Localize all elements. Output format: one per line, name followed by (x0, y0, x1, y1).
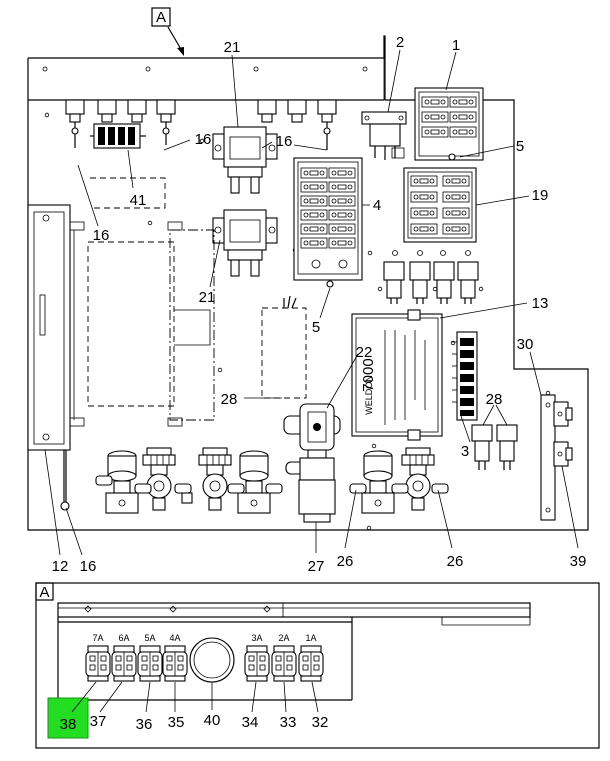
view-a-letter: A (156, 9, 166, 26)
connector-label-7a: 7A (92, 633, 103, 643)
transformer-upper (212, 126, 278, 194)
connector-label-4a: 4A (169, 633, 180, 643)
valve-27 (285, 457, 336, 523)
callout-33: 33 (280, 714, 297, 731)
callout-16-center: 16 (276, 133, 293, 150)
connector-label-6a: 6A (118, 633, 129, 643)
callout-35: 35 (168, 714, 185, 731)
callout-38: 38 (60, 716, 77, 733)
fuse-panel-center (293, 157, 363, 288)
callout-21-upper: 21 (224, 39, 241, 56)
callout-32: 32 (312, 714, 329, 731)
callout-5-bottom: 5 (312, 319, 320, 336)
callout-26-right: 26 (447, 553, 464, 570)
callout-13: 13 (532, 295, 549, 312)
callout-16-left: 16 (93, 227, 110, 244)
callout-5-top: 5 (516, 138, 524, 155)
callout-40: 40 (204, 712, 221, 729)
side-duct (27, 204, 71, 511)
controller-model: 7000 (360, 358, 377, 391)
connector-label-5a: 5A (144, 633, 155, 643)
main-callouts: 1 2 5 21 16 16 41 16 4 19 21 5 13 22 28 … (52, 34, 587, 575)
valve-bank-right (349, 447, 449, 514)
callout-39: 39 (570, 553, 587, 570)
terminal-strip (452, 331, 478, 421)
callout-28-right: 28 (486, 391, 503, 408)
callout-12: 12 (52, 558, 69, 575)
callout-4: 4 (373, 197, 381, 214)
leader-lines (44, 49, 579, 556)
callout-22: 22 (356, 344, 373, 361)
connector-label-2a: 2A (278, 633, 289, 643)
dashed-outlines (69, 177, 307, 427)
callout-2: 2 (396, 34, 404, 51)
valve-bank-left (95, 447, 283, 514)
callout-41: 41 (130, 192, 147, 209)
right-bracket (540, 394, 573, 521)
solenoid-22 (283, 403, 341, 459)
module-top (361, 111, 407, 160)
callout-28-left: 28 (221, 391, 238, 408)
top-connector-row (65, 99, 337, 150)
detail-view-letter: A (39, 584, 49, 601)
relay-row (383, 250, 479, 305)
callout-19: 19 (532, 187, 549, 204)
connector-label-1a: 1A (305, 633, 316, 643)
view-a-marker: A (151, 7, 184, 56)
fuse-panel-19 (403, 167, 477, 243)
detail-view-a: A 7A 6A 5A 4A 3A 2A 1A (35, 582, 600, 749)
highlight-box-38[interactable] (47, 697, 89, 739)
relay-pair (471, 424, 518, 470)
callout-37: 37 (90, 713, 107, 730)
transformer-lower (212, 209, 278, 277)
callout-30: 30 (517, 336, 534, 353)
callout-3: 3 (461, 443, 469, 460)
callout-27: 27 (308, 558, 325, 575)
callout-1: 1 (452, 37, 460, 54)
callout-16-top: 16 (195, 131, 212, 148)
connector-label-3a: 3A (251, 633, 262, 643)
controller-module: 7000 WELDON (351, 309, 443, 441)
callout-16-bottom: 16 (80, 558, 97, 575)
callout-34: 34 (242, 714, 259, 731)
controller-brand: WELDON (364, 375, 374, 415)
callout-36: 36 (136, 716, 153, 733)
terminal-block (90, 123, 146, 149)
fuse-panel-top-right (414, 87, 484, 161)
callout-21-lower: 21 (199, 289, 216, 306)
callout-26-left: 26 (337, 553, 354, 570)
